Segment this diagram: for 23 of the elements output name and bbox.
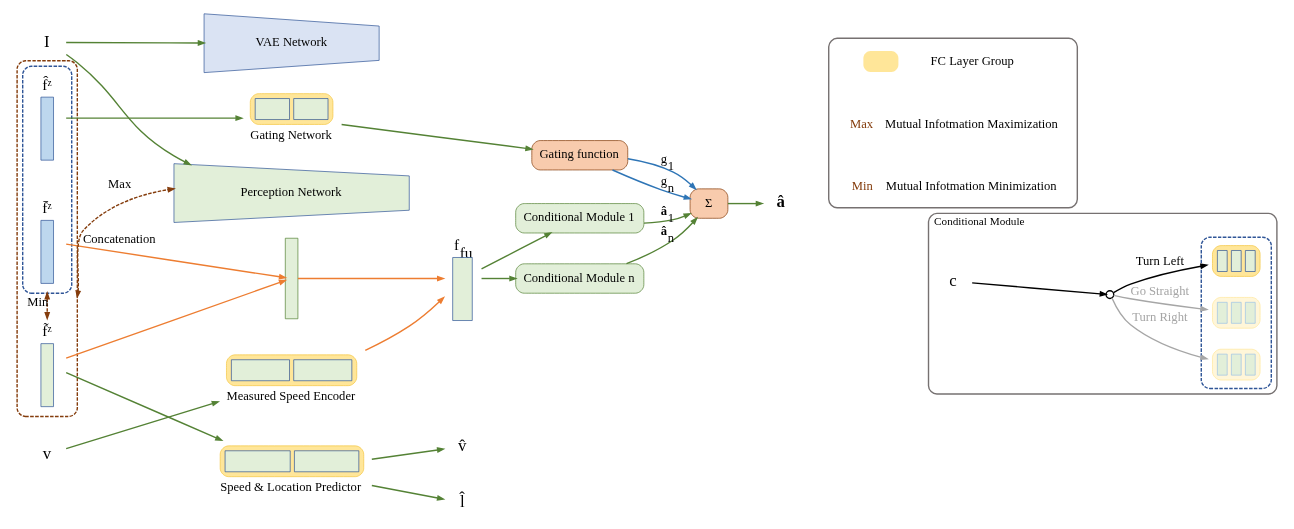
node-label: f̂ᶻ [42, 75, 52, 93]
edge-label: Turn Right [1132, 309, 1188, 324]
node-label: Speed & Location Predictor [220, 479, 362, 494]
label: Max [850, 117, 874, 132]
edge-label: Go Straight [1130, 283, 1189, 298]
legend-label: FC Layer Group [930, 53, 1014, 68]
node-label: Measured Speed Encoder [226, 388, 356, 403]
label: Min [851, 178, 873, 193]
node-text: c [949, 270, 957, 290]
legend-label: Mutual Infotmation Maximization [885, 117, 1058, 132]
edge-label: Concatenation [82, 232, 156, 247]
node-text: I [44, 31, 50, 51]
edge-label: Turn Left [1135, 253, 1184, 268]
node-label: f̄ᶻ [42, 199, 52, 217]
node-text: v̂ [457, 435, 467, 455]
edge-label: Max [108, 177, 132, 192]
edge-label: Min [27, 295, 49, 310]
node-label: Gating Network [250, 127, 332, 142]
node-text: v [42, 443, 52, 463]
node-text: l̂ [460, 491, 465, 511]
node-text: â [776, 192, 785, 212]
legend-label: Mutual Infotmation Minimization [885, 178, 1057, 193]
node-label: f̃ᶻ [42, 322, 52, 340]
